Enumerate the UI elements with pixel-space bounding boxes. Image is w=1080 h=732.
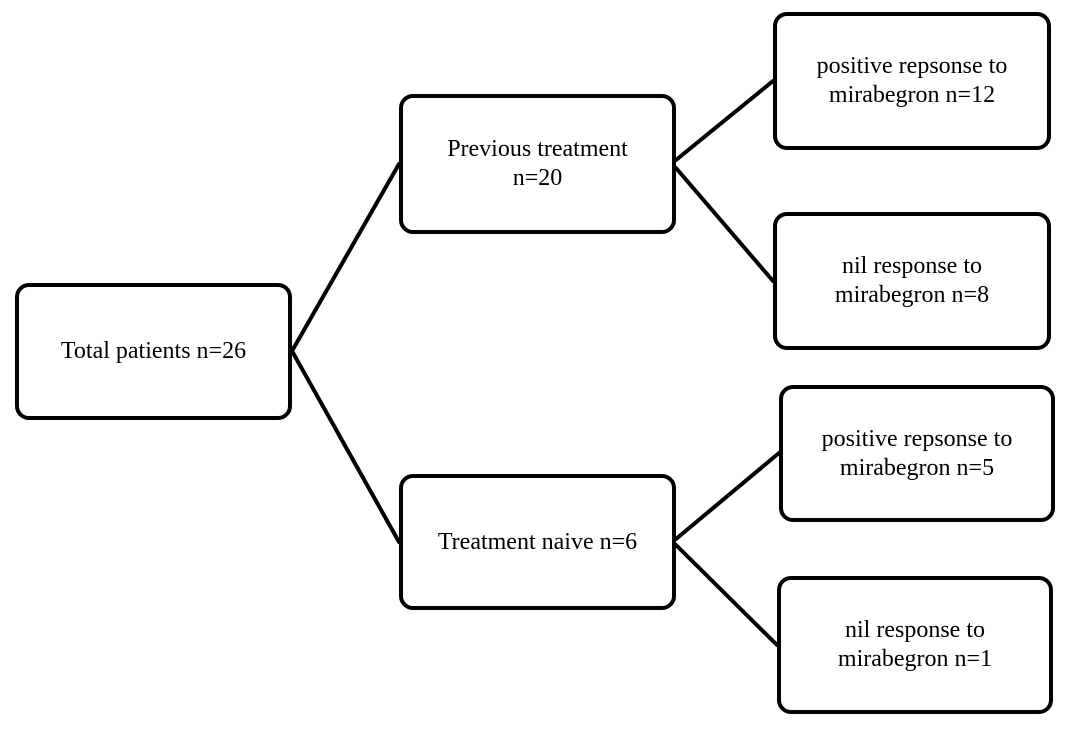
node-total-patients: Total patients n=26 — [15, 283, 292, 420]
connector-total-to-naive — [290, 349, 401, 544]
connector-previous-to-nil — [674, 166, 775, 283]
connector-total-to-previous — [290, 162, 401, 353]
node-treatment-naive: Treatment naive n=6 — [399, 474, 676, 610]
node-naive-positive-response: positive repsonse to mirabegron n=5 — [779, 385, 1055, 522]
node-treatment-naive-label: Treatment naive n=6 — [437, 528, 638, 555]
node-previous-positive-line2: mirabegron n=12 — [828, 82, 996, 108]
connector-naive-to-positive — [674, 451, 781, 541]
connector-naive-to-nil — [674, 543, 779, 647]
node-previous-nil-line2: mirabegron n=8 — [834, 282, 990, 308]
node-naive-nil-line2: mirabegron n=1 — [837, 646, 993, 672]
node-naive-positive-line2: mirabegron n=5 — [839, 454, 995, 481]
node-previous-nil-line1: nil response to — [842, 253, 982, 279]
node-previous-positive-response: positive repsonse to mirabegron n=12 — [773, 12, 1051, 150]
node-naive-nil-response: nil response to mirabegron n=1 — [777, 576, 1053, 714]
node-previous-positive-line1: positive repsonse to — [816, 53, 1008, 79]
node-previous-treatment-line1: Previous treatment — [447, 136, 628, 162]
node-previous-nil-response: nil response to mirabegron n=8 — [773, 212, 1051, 350]
node-naive-nil-line1: nil response to — [845, 617, 985, 643]
node-previous-treatment-line2: n=20 — [512, 165, 563, 191]
node-total-patients-label: Total patients n=26 — [60, 338, 247, 364]
node-naive-positive-line1: positive repsonse to — [821, 425, 1013, 452]
connector-previous-to-positive — [674, 79, 775, 162]
node-previous-treatment: Previous treatment n=20 — [399, 94, 676, 234]
